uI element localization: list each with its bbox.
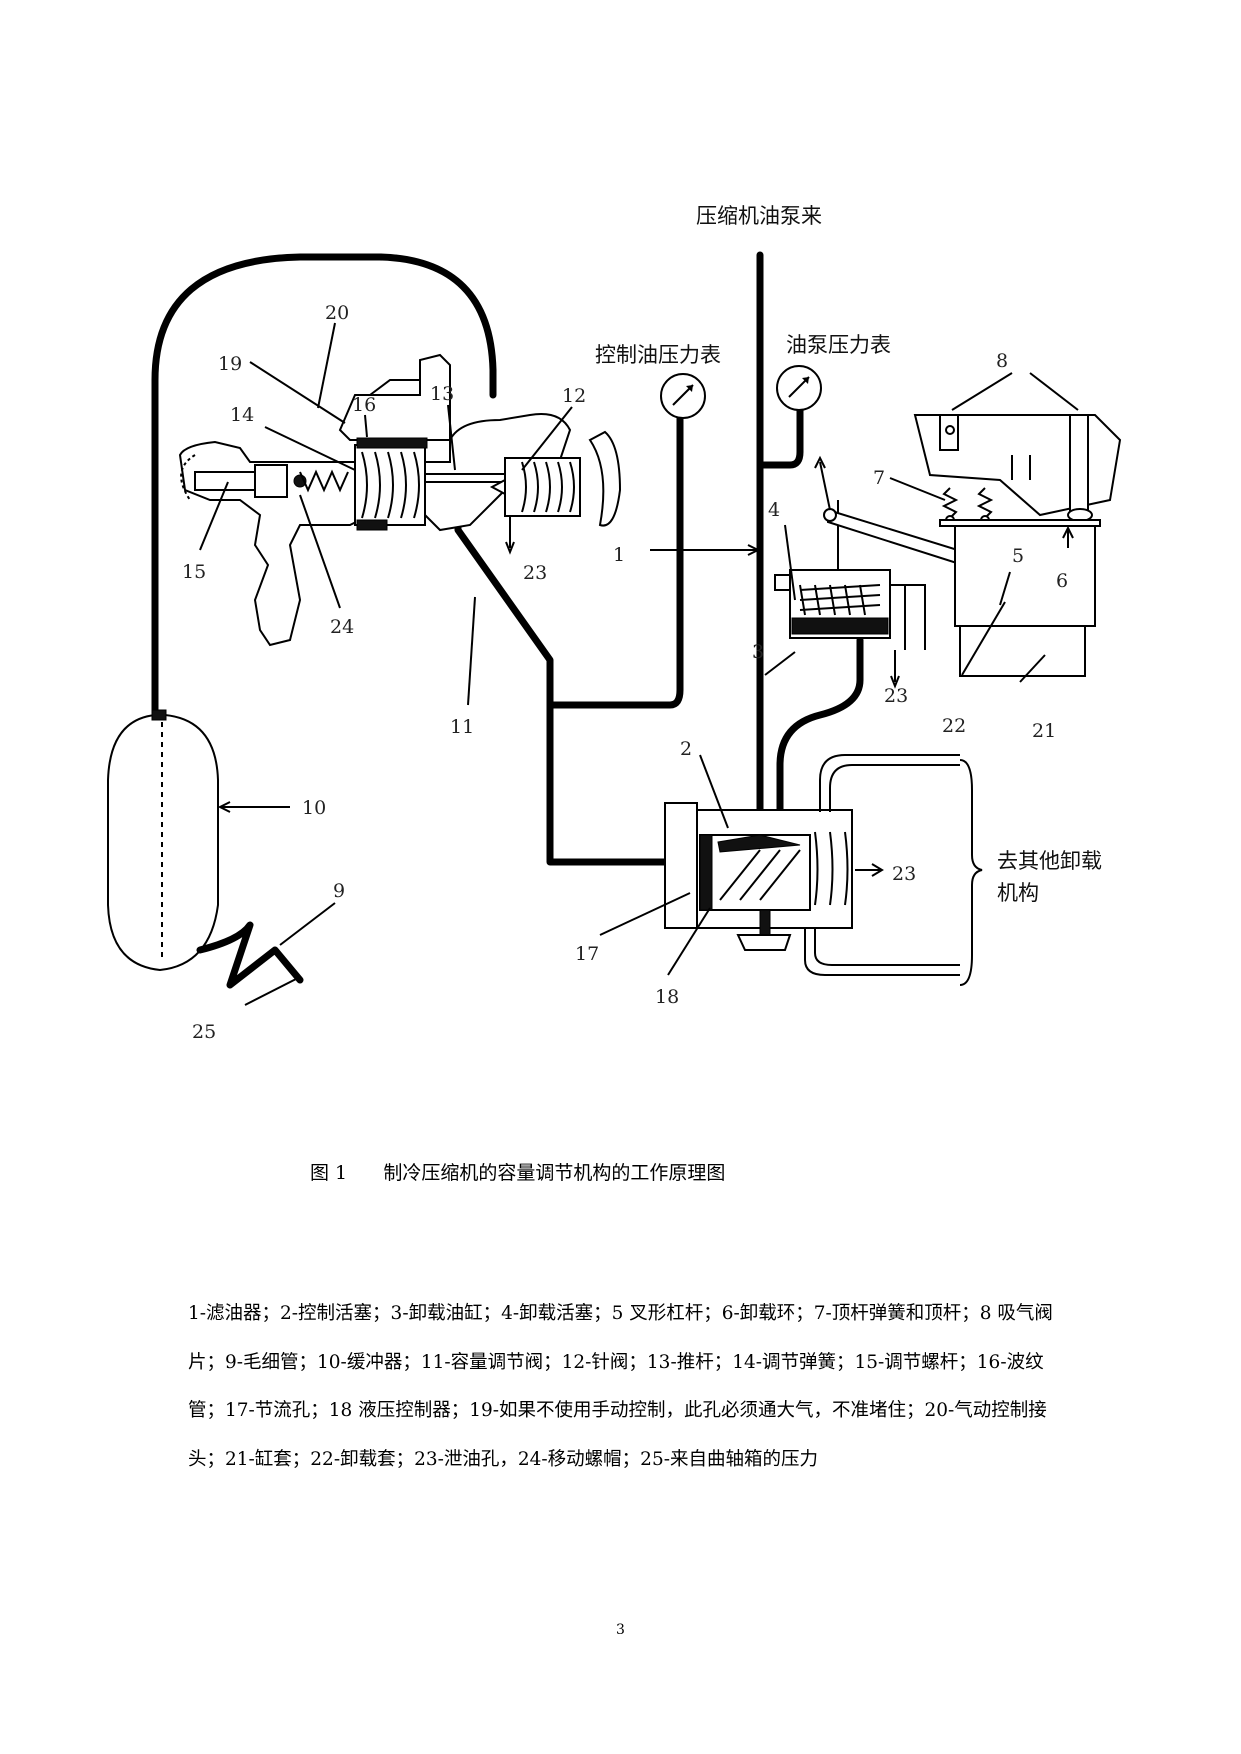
label-6: 6 — [1056, 570, 1068, 592]
label-10: 10 — [302, 797, 326, 819]
label-13: 13 — [430, 383, 454, 405]
control-gauge-pipe — [546, 414, 684, 709]
label-12: 12 — [562, 385, 586, 407]
other-unloaders-label-line1: 去其他卸载 — [997, 849, 1102, 873]
callout-lines — [199, 322, 1079, 1006]
page-number: 3 — [616, 1622, 625, 1638]
pump-source-label: 压缩机油泵来 — [696, 204, 822, 228]
label-3: 3 — [752, 641, 764, 663]
label-9: 9 — [333, 880, 345, 902]
label-8: 8 — [996, 350, 1008, 372]
label-19: 19 — [218, 353, 242, 375]
pump-gauge-pipe — [760, 406, 804, 469]
label-7: 7 — [873, 467, 885, 489]
label-23-valve: 23 — [523, 562, 547, 584]
figure-title: 制冷压缩机的容量调节机构的工作原理图 — [383, 1162, 726, 1184]
label-21: 21 — [1032, 720, 1056, 742]
capacity-regulating-valve — [178, 353, 622, 647]
pump-gauge-label: 油泵压力表 — [786, 333, 891, 357]
label-5: 5 — [1012, 545, 1024, 567]
label-17: 17 — [575, 943, 599, 965]
controller-to-cylinder-pipe — [776, 636, 864, 814]
control-gauge-label: 控制油压力表 — [595, 343, 721, 367]
label-23-cylinder: 23 — [884, 685, 908, 707]
label-1: 1 — [613, 544, 625, 566]
figure-number: 图 1 — [310, 1162, 348, 1184]
label-15: 15 — [182, 561, 206, 583]
label-14: 14 — [230, 404, 254, 426]
label-16: 16 — [352, 394, 376, 416]
label-25: 25 — [192, 1021, 216, 1043]
control-oil-pressure-gauge — [660, 373, 706, 419]
unloader-cylinder — [774, 500, 926, 689]
oil-pump-pressure-gauge — [776, 365, 822, 411]
legend-paragraph: 1-滤油器；2-控制活塞；3-卸载油缸；4-卸载活塞；5 叉形杠杆；6-卸载环；… — [188, 1303, 1053, 1470]
label-20: 20 — [325, 302, 349, 324]
label-11: 11 — [450, 716, 474, 738]
unloader-mechanism — [814, 414, 1122, 677]
hydraulic-controller — [664, 754, 983, 986]
accumulator — [107, 709, 304, 989]
label-2: 2 — [680, 738, 692, 760]
capillary-loop-pipe — [151, 253, 497, 719]
caption-gap — [347, 1162, 383, 1184]
label-24: 24 — [330, 616, 354, 638]
other-unloaders-label-line2: 机构 — [997, 881, 1039, 905]
figure-caption: 图 1 制冷压缩机的容量调节机构的工作原理图 — [310, 1158, 725, 1185]
label-23-controller: 23 — [892, 863, 916, 885]
label-4: 4 — [768, 499, 780, 521]
label-18: 18 — [655, 986, 679, 1008]
label-22: 22 — [942, 715, 966, 737]
valve-to-controller-pipe — [454, 493, 704, 866]
